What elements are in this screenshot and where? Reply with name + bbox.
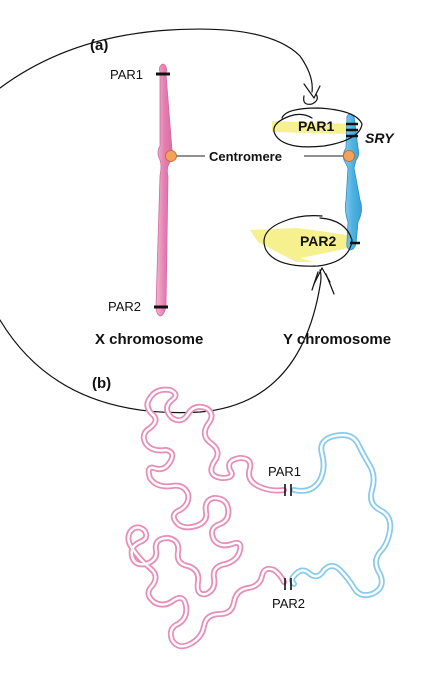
par2-highlight: [250, 228, 352, 262]
panel-a-label: (a): [90, 37, 108, 54]
sry-label: SRY: [365, 130, 395, 146]
panel-b-label: (b): [92, 375, 111, 392]
arrowhead-top: [303, 83, 321, 100]
x-chromosome-label: X chromosome: [95, 331, 203, 348]
x-par1-label: PAR1: [110, 67, 143, 82]
b-par1-label: PAR1: [268, 464, 301, 479]
big-arc-from-top: [0, 28, 313, 93]
big-arc-to-bottom: [0, 269, 322, 414]
x-chromosome: [155, 63, 174, 317]
par1-highlight: [272, 121, 356, 134]
arrow-tick-bottom: [311, 271, 335, 295]
y-par1-label: PAR1: [298, 118, 335, 134]
y-chromosome: [342, 113, 362, 251]
loop-around-par1: [273, 107, 363, 148]
x-strand: [125, 386, 287, 650]
y-strand: [289, 432, 394, 599]
loop-around-par2: [263, 215, 353, 267]
b-par2-label: PAR2: [272, 596, 305, 611]
handwritten-annotations: [0, 28, 363, 414]
squiggle-top: [303, 93, 318, 105]
y-par2-label: PAR2: [300, 233, 337, 249]
y-chromosome-label: Y chromosome: [283, 331, 391, 348]
centromere-label: Centromere: [209, 149, 282, 164]
pairing-marks: [284, 484, 292, 590]
paired-chromosomes: [125, 386, 394, 650]
y-centromere-dot: [343, 150, 355, 162]
x-par2-label: PAR2: [108, 299, 141, 314]
x-centromere-dot: [165, 150, 177, 162]
